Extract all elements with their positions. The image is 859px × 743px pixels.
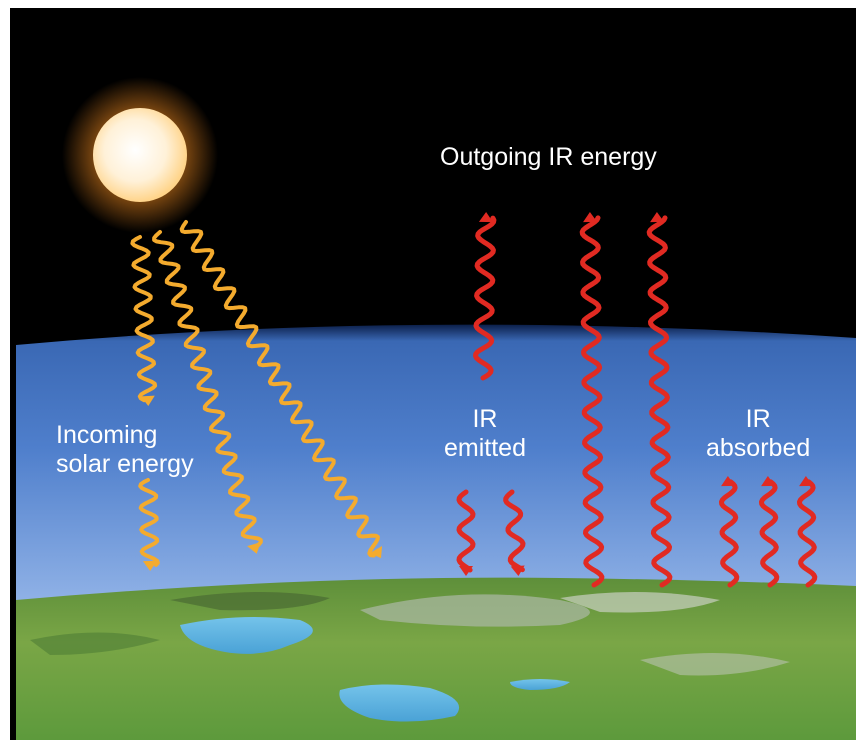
ir-ray-icon — [797, 476, 818, 588]
ir-ray-icon — [646, 212, 673, 588]
solar-ray-icon — [152, 230, 263, 554]
solar-ray-icon — [179, 220, 383, 559]
ir-emitted-label: IR emitted — [444, 405, 526, 463]
ir-ray-icon — [579, 212, 605, 588]
ir-ray-icon — [759, 476, 780, 588]
lake-icon — [180, 616, 570, 722]
ir-emitted-line-1: IR — [472, 405, 498, 433]
incoming-solar-line-1: Incoming — [56, 421, 158, 449]
atmosphere-band — [16, 324, 856, 600]
ir-absorbed-line-2: absorbed — [706, 434, 811, 462]
ir-absorbed-label: IR absorbed — [706, 405, 810, 463]
sun-icon — [62, 77, 218, 233]
ir-ray-icon — [473, 212, 497, 381]
ir-rays — [456, 212, 818, 588]
ir-ray-icon — [503, 489, 526, 576]
outgoing-ir-label: Outgoing IR energy — [440, 143, 657, 171]
solar-ray-icon — [130, 235, 158, 406]
incoming-solar-label: Incoming solar energy — [56, 421, 194, 479]
ir-ray-icon — [456, 489, 476, 576]
ir-absorbed-line-1: IR — [745, 405, 771, 433]
ir-emitted-line-2: emitted — [444, 434, 526, 462]
solar-ray-icon — [138, 478, 160, 571]
incoming-solar-line-2: solar energy — [56, 450, 194, 478]
ir-ray-icon — [719, 476, 740, 588]
incoming-solar-rays — [130, 220, 383, 571]
